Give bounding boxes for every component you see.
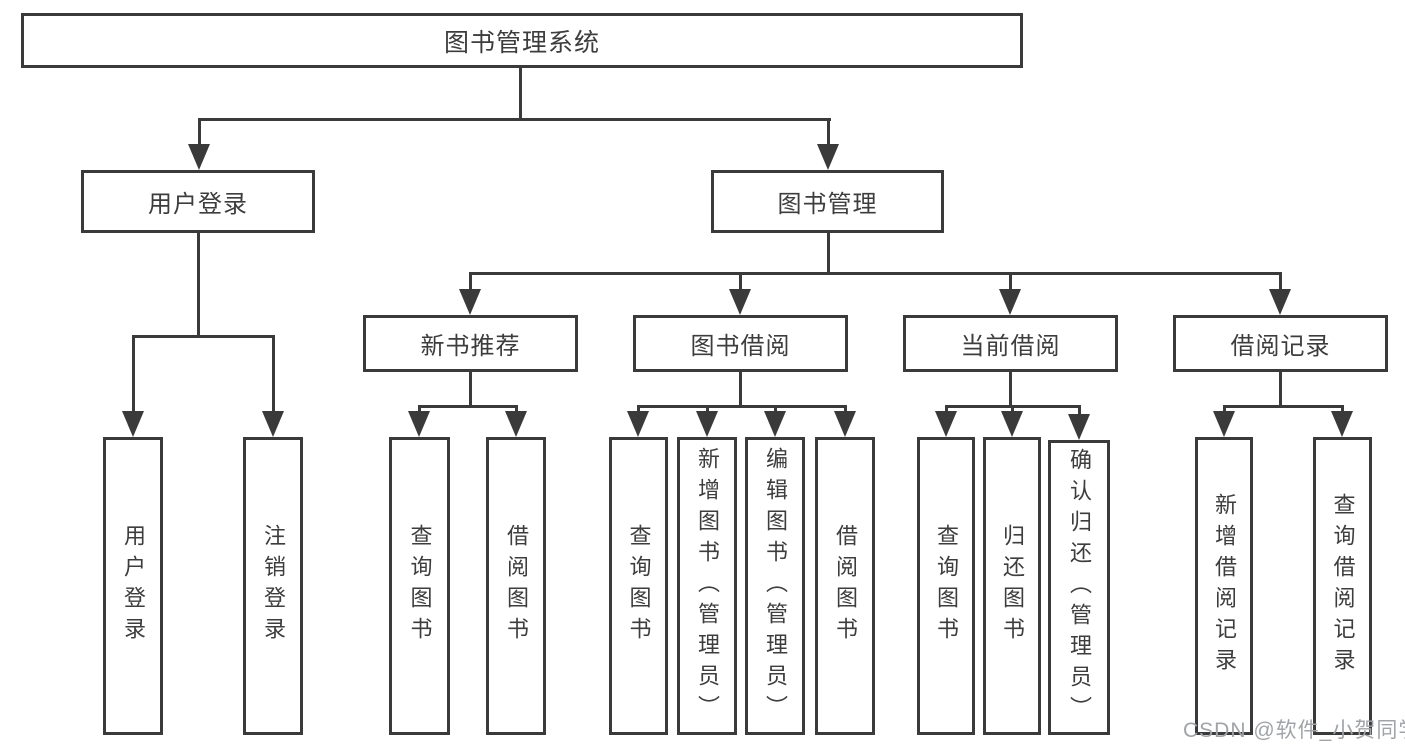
arrowhead-down-icon (1269, 289, 1291, 315)
connector-new-book-drop-1 (418, 405, 421, 415)
leaf-add-book-admin: 新增图书（管理员） (677, 437, 737, 735)
connector-book-borrow-drop-3 (774, 405, 777, 415)
node-book-borrow-label: 图书借阅 (690, 333, 791, 360)
node-new-book-recommend: 新书推荐 (363, 315, 578, 372)
arrowhead-down-icon (729, 289, 751, 315)
arrowhead-down-icon (1213, 411, 1235, 437)
arrowhead-down-icon (262, 411, 284, 437)
connector-borrow-record-rail (1223, 405, 1344, 408)
arrowhead-down-icon (122, 411, 144, 437)
node-book-borrow: 图书借阅 (633, 315, 848, 372)
arrowhead-down-icon (696, 411, 718, 437)
arrowhead-down-icon (1068, 414, 1090, 440)
arrowhead-down-icon (834, 411, 856, 437)
leaf-query-book-borrow: 查询图书 (609, 437, 668, 735)
leaf-borrow-book-recommend-label: 借阅图书 (504, 524, 529, 648)
connector-borrow-record-drop-2 (1341, 405, 1344, 415)
arrowhead-down-icon (1331, 411, 1353, 437)
leaf-borrow-book: 借阅图书 (815, 437, 875, 735)
leaf-query-borrow-record-label: 查询借阅记录 (1330, 493, 1356, 679)
connector-current-borrow-drop-2 (1011, 405, 1014, 415)
leaf-confirm-return-admin-label: 确认归还（管理员） (1067, 448, 1092, 727)
leaf-query-book-recommend: 查询图书 (389, 437, 450, 735)
node-root: 图书管理系统 (21, 13, 1023, 68)
connector-root-left-drop (198, 118, 201, 148)
arrowhead-down-icon (999, 289, 1021, 315)
arrowhead-down-icon (505, 411, 527, 437)
connector-user-login-stem (197, 233, 200, 335)
connector-book-mgmt-drop-3 (1009, 272, 1012, 292)
node-new-book-recommend-label: 新书推荐 (420, 333, 521, 360)
arrowhead-down-icon (817, 144, 839, 170)
leaf-query-book-current: 查询图书 (917, 437, 975, 735)
leaf-query-book-current-label: 查询图书 (934, 524, 959, 648)
leaf-return-book: 归还图书 (983, 437, 1041, 735)
leaf-confirm-return-admin: 确认归还（管理员） (1048, 440, 1110, 735)
leaf-logout: 注销登录 (243, 437, 303, 735)
node-borrow-record-label: 借阅记录 (1230, 333, 1331, 360)
arrowhead-down-icon (408, 411, 430, 437)
connector-book-mgmt-stem (827, 233, 830, 272)
arrowhead-down-icon (188, 144, 210, 170)
csdn-watermark: CSDN @软件_小贺同学 (1183, 719, 1405, 742)
connector-user-login-drop-2 (272, 335, 275, 413)
connector-user-login-rail (132, 335, 274, 338)
leaf-logout-label: 注销登录 (261, 524, 286, 648)
node-user-login-label: 用户登录 (148, 191, 248, 218)
connector-book-mgmt-rail (469, 272, 1282, 275)
connector-book-borrow-rail (637, 405, 847, 408)
node-current-borrow-label: 当前借阅 (960, 333, 1061, 360)
connector-root-right-drop (827, 118, 830, 148)
connector-borrow-record-stem (1279, 372, 1282, 405)
leaf-borrow-book-recommend: 借阅图书 (486, 437, 546, 735)
leaf-query-book-borrow-label: 查询图书 (626, 524, 652, 648)
node-book-management-label: 图书管理 (777, 191, 878, 218)
arrowhead-down-icon (935, 411, 957, 437)
connector-user-login-drop-1 (132, 335, 135, 413)
arrowhead-down-icon (764, 411, 786, 437)
connector-book-mgmt-drop-1 (469, 272, 472, 292)
leaf-add-borrow-record-label: 新增借阅记录 (1212, 493, 1237, 679)
leaf-user-login-label: 用户登录 (121, 524, 146, 648)
connector-root-rail (198, 118, 831, 121)
connector-root-stem (519, 68, 522, 118)
node-user-login: 用户登录 (81, 170, 315, 233)
arrowhead-down-icon (627, 411, 649, 437)
connector-current-borrow-drop-3 (1078, 405, 1081, 417)
connector-current-borrow-drop-1 (945, 405, 948, 415)
node-borrow-record: 借阅记录 (1173, 315, 1388, 372)
leaf-borrow-book-label: 借阅图书 (833, 524, 858, 648)
node-root-label: 图书管理系统 (443, 28, 600, 57)
connector-borrow-record-drop-1 (1223, 405, 1226, 415)
connector-new-book-stem (469, 372, 472, 405)
arrowhead-down-icon (1001, 411, 1023, 437)
connector-book-borrow-drop-4 (844, 405, 847, 415)
node-current-borrow: 当前借阅 (903, 315, 1118, 372)
connector-current-borrow-stem (1009, 372, 1012, 405)
leaf-return-book-label: 归还图书 (1000, 524, 1025, 648)
leaf-query-borrow-record: 查询借阅记录 (1313, 437, 1372, 735)
connector-new-book-drop-2 (515, 405, 518, 415)
connector-book-mgmt-drop-4 (1279, 272, 1282, 292)
leaf-edit-book-admin-label: 编辑图书（管理员） (763, 446, 788, 726)
connector-book-borrow-drop-2 (706, 405, 709, 415)
leaf-add-borrow-record: 新增借阅记录 (1195, 437, 1253, 735)
arrowhead-down-icon (459, 289, 481, 315)
node-book-management: 图书管理 (711, 170, 944, 233)
connector-book-mgmt-drop-2 (739, 272, 742, 292)
leaf-edit-book-admin: 编辑图书（管理员） (745, 437, 805, 735)
connector-book-borrow-drop-1 (637, 405, 640, 415)
connector-book-borrow-stem (739, 372, 742, 405)
leaf-user-login: 用户登录 (103, 437, 163, 735)
connector-new-book-rail (418, 405, 518, 408)
leaf-add-book-admin-label: 新增图书（管理员） (695, 446, 720, 726)
leaf-query-book-recommend-label: 查询图书 (407, 524, 433, 648)
